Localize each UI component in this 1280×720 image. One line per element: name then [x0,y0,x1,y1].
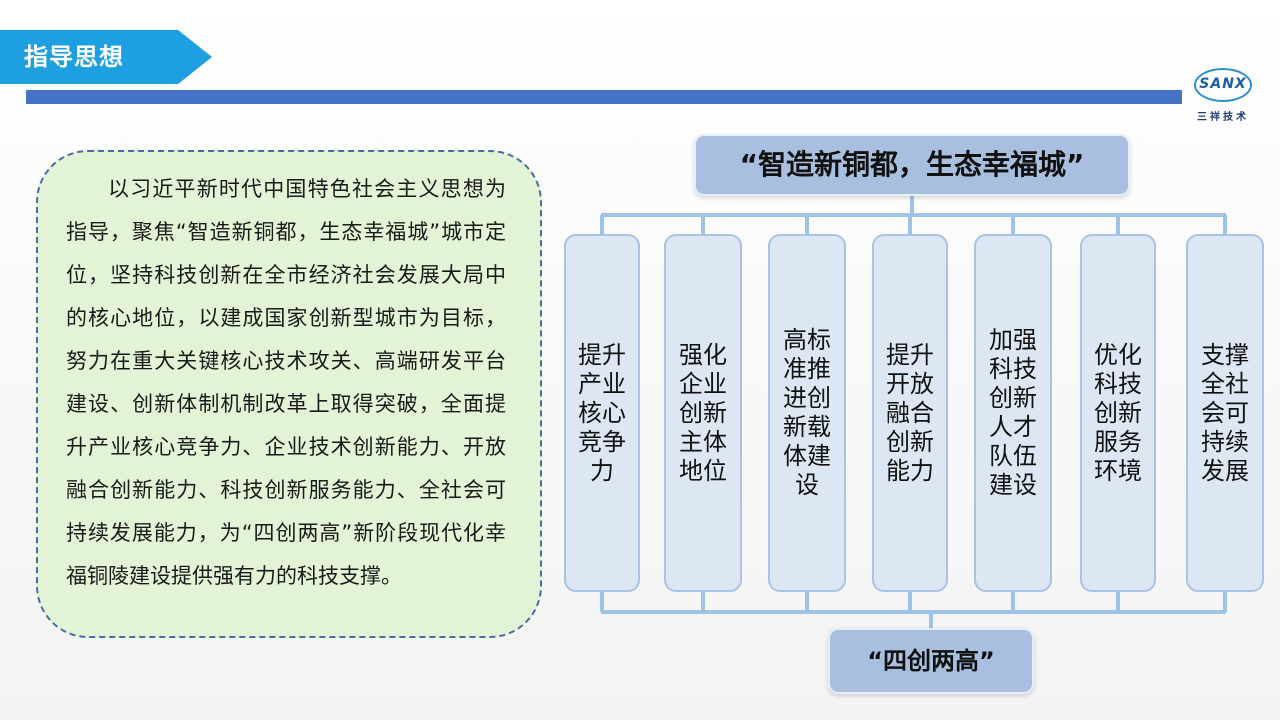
logo-name: SANX [1199,76,1247,92]
measure-label-6: 优化科技创新服务环境 [1094,340,1142,485]
measure-column-5: 加强科技创新人才队伍建设 [974,234,1052,592]
header-divider-bar [26,90,1182,104]
measure-label-2: 强化企业创新主体地位 [679,340,727,485]
measure-column-4: 提升开放融合创新能力 [872,234,948,592]
guiding-text-panel [36,150,542,638]
measure-label-7: 支撑全社会可持续发展 [1201,340,1249,485]
top-goal-node: “智造新铜都，生态幸福城” [694,134,1130,196]
measure-column-1: 提升产业核心竞争力 [564,234,640,592]
measure-label-5: 加强科技创新人才队伍建设 [989,326,1037,499]
measure-label-1: 提升产业核心竞争力 [578,340,626,485]
measure-label-3: 高标准推进创新载体建设 [783,326,831,499]
guiding-paragraph: 以习近平新时代中国特色社会主义思想为指导，聚焦“智造新铜都，生态幸福城”城市定位… [66,177,506,588]
measure-column-7: 支撑全社会可持续发展 [1186,234,1264,592]
measure-column-3: 高标准推进创新载体建设 [768,234,846,592]
measure-column-2: 强化企业创新主体地位 [664,234,742,592]
measure-label-4: 提升开放融合创新能力 [886,340,934,485]
sanx-logo: SANX 三祥技术 [1190,64,1256,126]
logo-subtitle: 三祥技术 [1197,112,1249,123]
page-title: 指导思想 [24,43,124,71]
logo-oval-icon [1194,68,1252,102]
title-tag [0,30,212,84]
measure-column-6: 优化科技创新服务环境 [1080,234,1156,592]
bottom-goal-node: “四创两高” [828,628,1034,694]
